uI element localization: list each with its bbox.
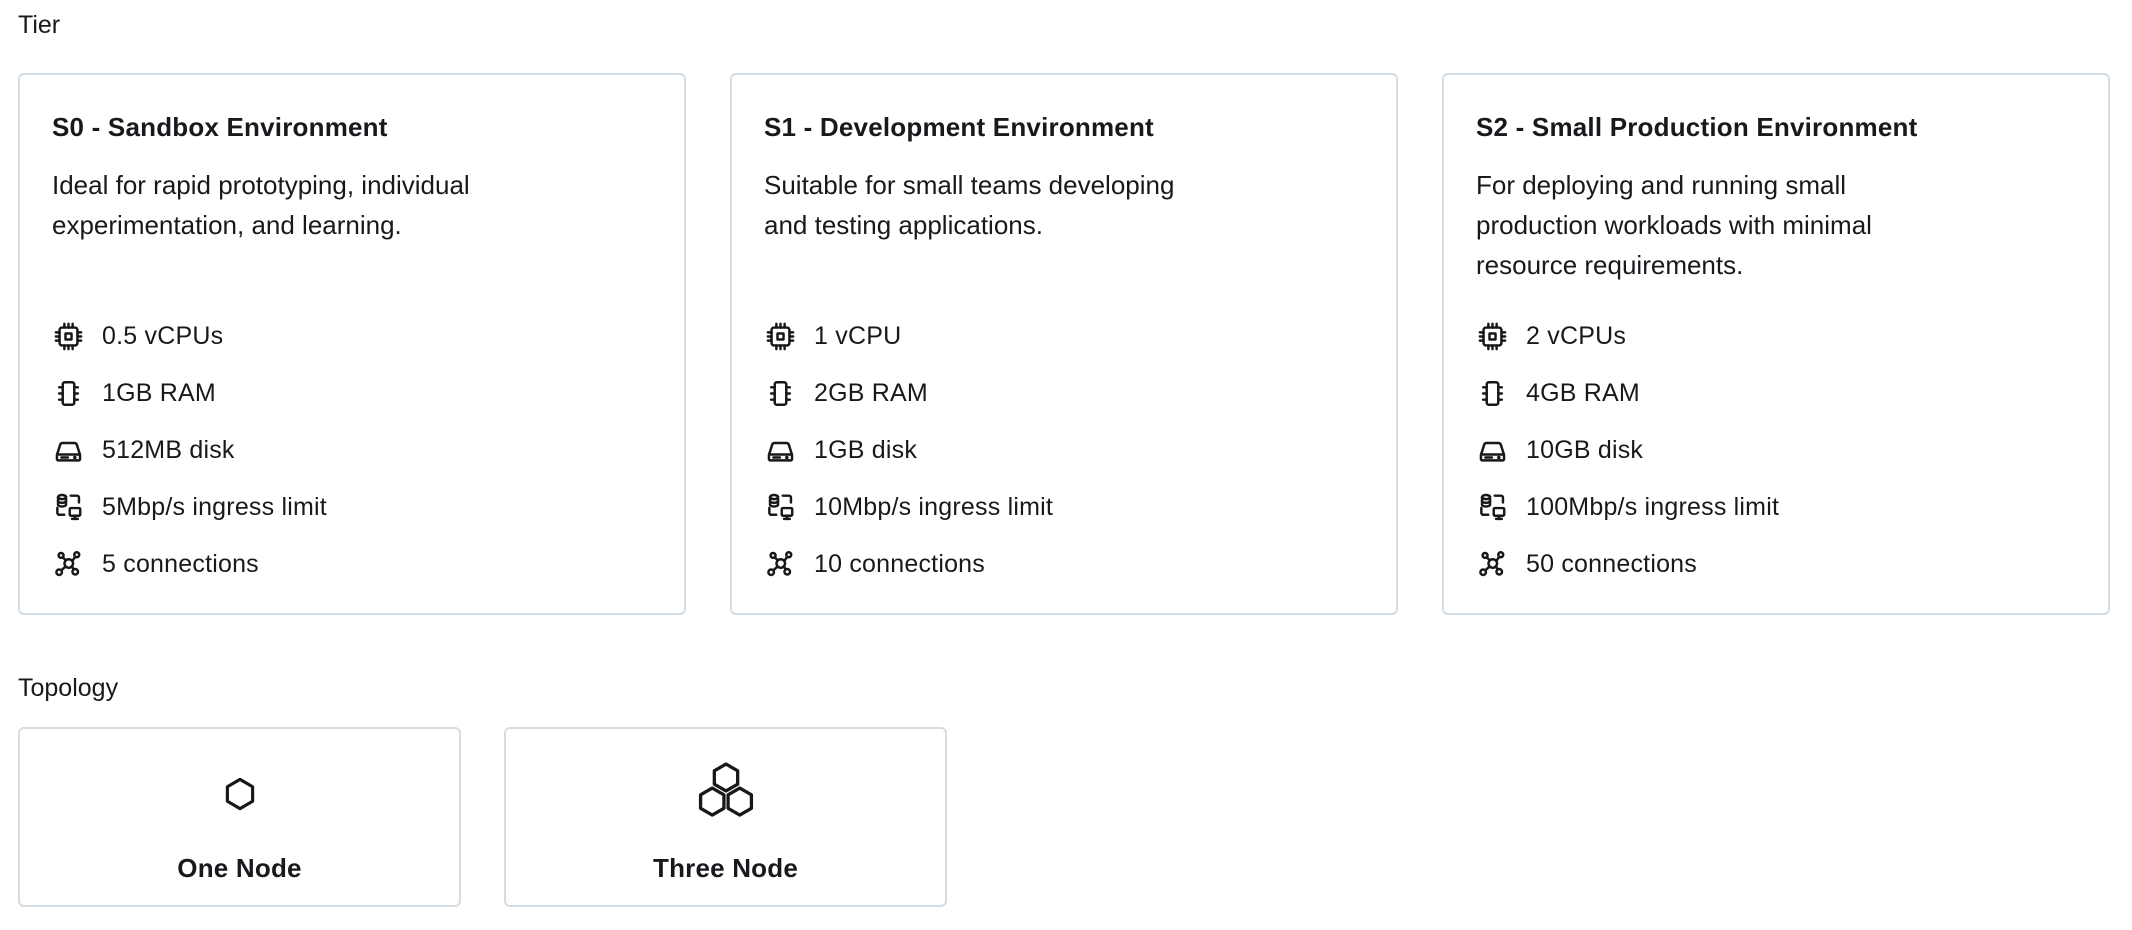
description-line [764,245,1364,246]
tier-card-s2[interactable]: S2 - Small Production Environment For de… [1442,73,2110,615]
spec-text: 512MB disk [102,436,235,464]
ram-icon [764,377,797,410]
spec-row-connections: 50 connections [1476,536,2076,593]
description-line: Suitable for small teams developing [764,170,1175,200]
spec-text: 2GB RAM [814,379,928,407]
disk-icon [764,434,797,467]
spec-row-ram: 2GB RAM [764,365,1364,422]
spec-row-disk: 10GB disk [1476,422,2076,479]
spec-text: 5 connections [102,550,259,578]
spec-row-ram: 4GB RAM [1476,365,2076,422]
tier-section-label: Tier [18,11,61,39]
disk-icon [52,434,85,467]
tier-card-title: S2 - Small Production Environment [1476,112,1918,142]
spec-row-cpu: 1 vCPU [764,308,1364,365]
topology-section-label: Topology [18,674,119,702]
spec-text: 4GB RAM [1526,379,1640,407]
tier-card-description: Suitable for small teams developing and … [764,165,1364,246]
ingress-icon [52,491,85,524]
cpu-icon [1476,320,1509,353]
topology-card-label: One Node [177,853,302,883]
cpu-icon [52,320,85,353]
spec-row-cpu: 2 vCPUs [1476,308,2076,365]
ram-icon [1476,377,1509,410]
spec-text: 2 vCPUs [1526,322,1627,350]
ingress-icon [1476,491,1509,524]
ingress-icon [764,491,797,524]
tier-card-s1[interactable]: S1 - Development Environment Suitable fo… [730,73,1398,615]
spec-list: 0.5 vCPUs 1GB RAM 512MB disk 5Mbp/s ingr… [52,308,652,593]
spec-row-disk: 1GB disk [764,422,1364,479]
spec-text: 1GB RAM [102,379,216,407]
spec-row-connections: 5 connections [52,536,652,593]
topology-card-one-node[interactable]: One Node [18,727,461,907]
description-line: Ideal for rapid prototyping, individual [52,170,470,200]
tier-card-s0[interactable]: S0 - Sandbox Environment Ideal for rapid… [18,73,686,615]
spec-row-disk: 512MB disk [52,422,652,479]
spec-text: 0.5 vCPUs [102,322,224,350]
connections-icon [1476,548,1509,581]
description-line: experimentation, and learning. [52,210,402,240]
one-node-icon [221,757,259,831]
tier-card-title: S0 - Sandbox Environment [52,112,388,142]
topology-card-row: One Node Three Node [18,727,2110,907]
connections-icon [52,548,85,581]
tier-card-description: For deploying and running small producti… [1476,165,2076,285]
spec-text: 50 connections [1526,550,1697,578]
spec-list: 2 vCPUs 4GB RAM 10GB disk 100Mbp/s ingre… [1476,308,2076,593]
spec-row-ingress: 5Mbp/s ingress limit [52,479,652,536]
connections-icon [764,548,797,581]
description-line: and testing applications. [764,210,1043,240]
spec-text: 1GB disk [814,436,918,464]
spec-row-connections: 10 connections [764,536,1364,593]
three-node-icon [693,757,759,831]
topology-card-label: Three Node [652,853,799,883]
description-line: For deploying and running small [1476,170,1846,200]
spec-row-ingress: 100Mbp/s ingress limit [1476,479,2076,536]
cpu-icon [764,320,797,353]
spec-text: 1 vCPU [814,322,902,350]
spec-row-ingress: 10Mbp/s ingress limit [764,479,1364,536]
tier-card-title: S1 - Development Environment [764,112,1154,142]
tier-card-row: S0 - Sandbox Environment Ideal for rapid… [18,73,2110,615]
spec-list: 1 vCPU 2GB RAM 1GB disk 10Mbp/s ingress … [764,308,1364,593]
topology-card-three-node[interactable]: Three Node [504,727,947,907]
ram-icon [52,377,85,410]
spec-row-cpu: 0.5 vCPUs [52,308,652,365]
tier-card-description: Ideal for rapid prototyping, individual … [52,165,652,246]
spec-text: 10Mbp/s ingress limit [814,493,1054,521]
description-line: production workloads with minimal [1476,210,1872,240]
spec-row-ram: 1GB RAM [52,365,652,422]
spec-text: 10 connections [814,550,985,578]
description-line [52,245,652,246]
description-line: resource requirements. [1476,250,1744,280]
disk-icon [1476,434,1509,467]
spec-text: 10GB disk [1526,436,1644,464]
spec-text: 100Mbp/s ingress limit [1526,493,1780,521]
spec-text: 5Mbp/s ingress limit [102,493,327,521]
